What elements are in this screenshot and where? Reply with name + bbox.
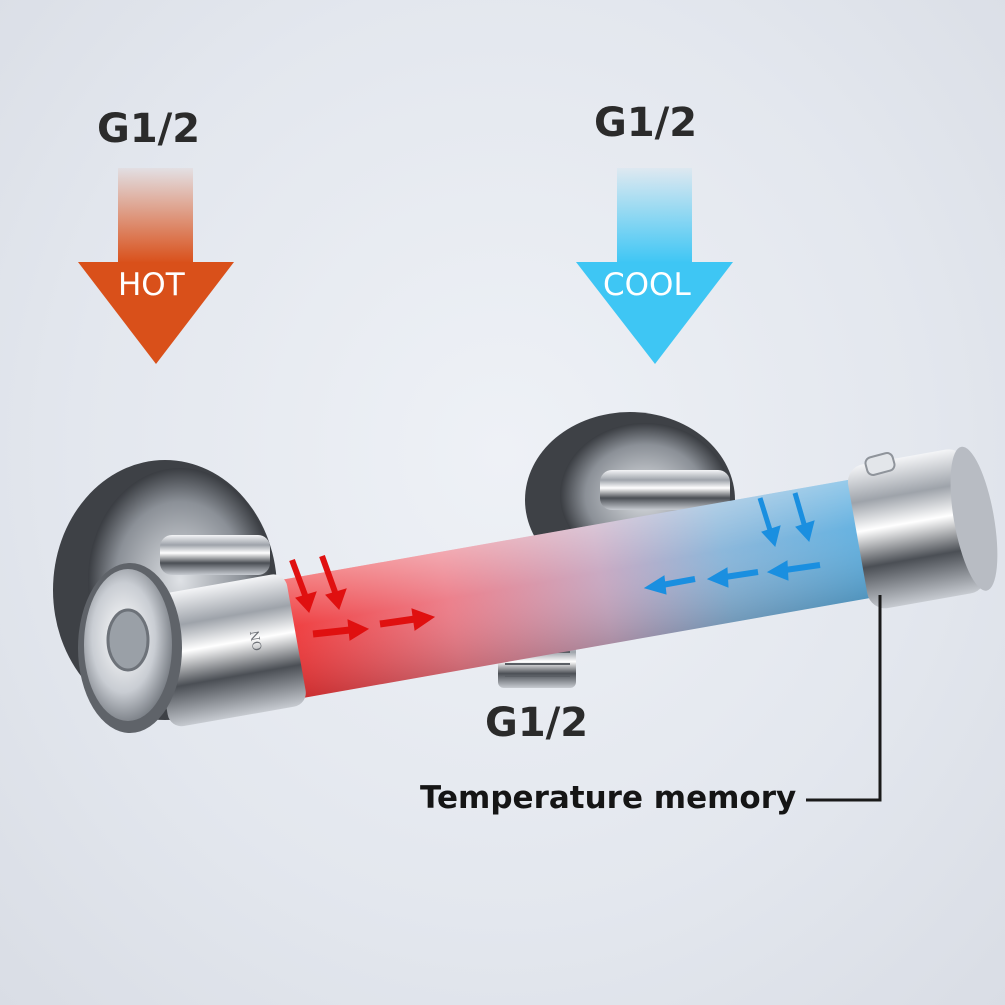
temperature-memory-label: Temperature memory xyxy=(420,780,797,816)
temperature-knob xyxy=(78,563,182,733)
mixer-body xyxy=(149,446,998,727)
right-inlet-connector xyxy=(600,470,730,510)
safety-button xyxy=(864,452,896,476)
hot-inlet-arrow xyxy=(78,168,234,364)
memory-callout-line xyxy=(806,595,882,802)
cool-inlet-arrow xyxy=(576,168,733,364)
cool-flow-arrows xyxy=(643,492,821,595)
hot-inlet-size-label: G1/2 xyxy=(97,106,201,152)
left-inlet-connector xyxy=(160,535,270,575)
hot-flow-arrows xyxy=(289,554,436,641)
cool-label: COOL xyxy=(603,267,691,303)
knob-marking: ON xyxy=(248,629,265,651)
cool-inlet-size-label: G1/2 xyxy=(594,100,698,146)
hot-label: HOT xyxy=(118,267,185,303)
outlet-size-label: G1/2 xyxy=(485,700,589,746)
